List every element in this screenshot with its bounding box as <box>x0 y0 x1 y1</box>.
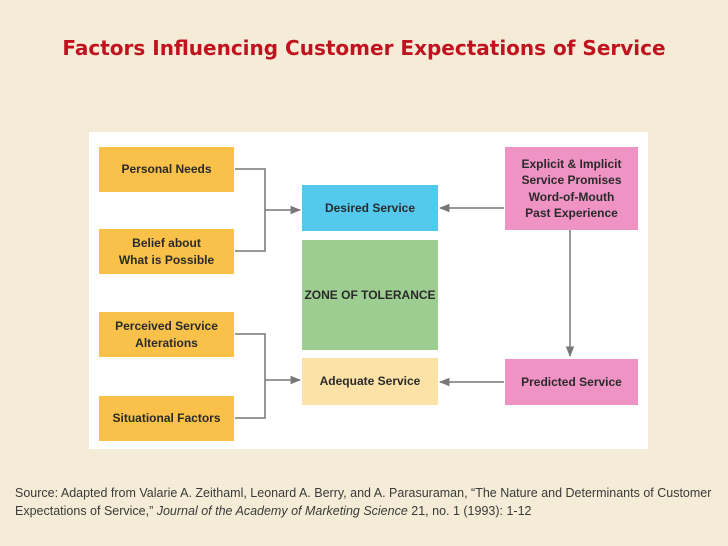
adequate-service-box: Adequate Service <box>302 358 438 405</box>
source-citation: Source: Adapted from Valarie A. Zeithaml… <box>15 485 715 520</box>
perceived-label-line2: Alterations <box>135 335 198 350</box>
situational-label: Situational Factors <box>112 411 221 426</box>
promises-label-line2: Service Promises <box>521 173 622 188</box>
source-prefix: Source: Adapted from Valarie A. Zeithaml… <box>15 486 712 518</box>
service-promises-box: Explicit & Implicit Service Promises Wor… <box>505 147 638 230</box>
personal-needs-label: Personal Needs <box>121 162 212 177</box>
predicted-service-label: Predicted Service <box>521 374 622 389</box>
source-journal: Journal of the Academy of Marketing Scie… <box>156 503 408 518</box>
zone-of-tolerance-label: ZONE OF TOLERANCE <box>304 287 436 302</box>
belief-box: Belief about What is Possible <box>99 229 234 274</box>
predicted-service-box: Predicted Service <box>505 359 638 405</box>
perceived-service-box: Perceived Service Alterations <box>99 312 234 357</box>
promises-label-line4: Past Experience <box>525 205 618 220</box>
zone-of-tolerance-box: ZONE OF TOLERANCE <box>302 240 438 350</box>
desired-service-label: Desired Service <box>324 200 416 215</box>
belief-label-line1: Belief about <box>132 236 201 251</box>
promises-label-line3: Word-of-Mouth <box>528 189 615 204</box>
situational-factors-box: Situational Factors <box>99 396 234 441</box>
desired-service-box: Desired Service <box>302 185 438 231</box>
adequate-service-label: Adequate Service <box>319 374 421 389</box>
belief-label-line2: What is Possible <box>118 252 215 267</box>
source-suffix: 21, no. 1 (1993): 1-12 <box>407 503 532 518</box>
slide-title: Factors Influencing Customer Expectation… <box>62 36 666 60</box>
personal-needs-box: Personal Needs <box>99 147 234 192</box>
perceived-label-line1: Perceived Service <box>115 319 218 334</box>
promises-label-line1: Explicit & Implicit <box>521 157 622 172</box>
